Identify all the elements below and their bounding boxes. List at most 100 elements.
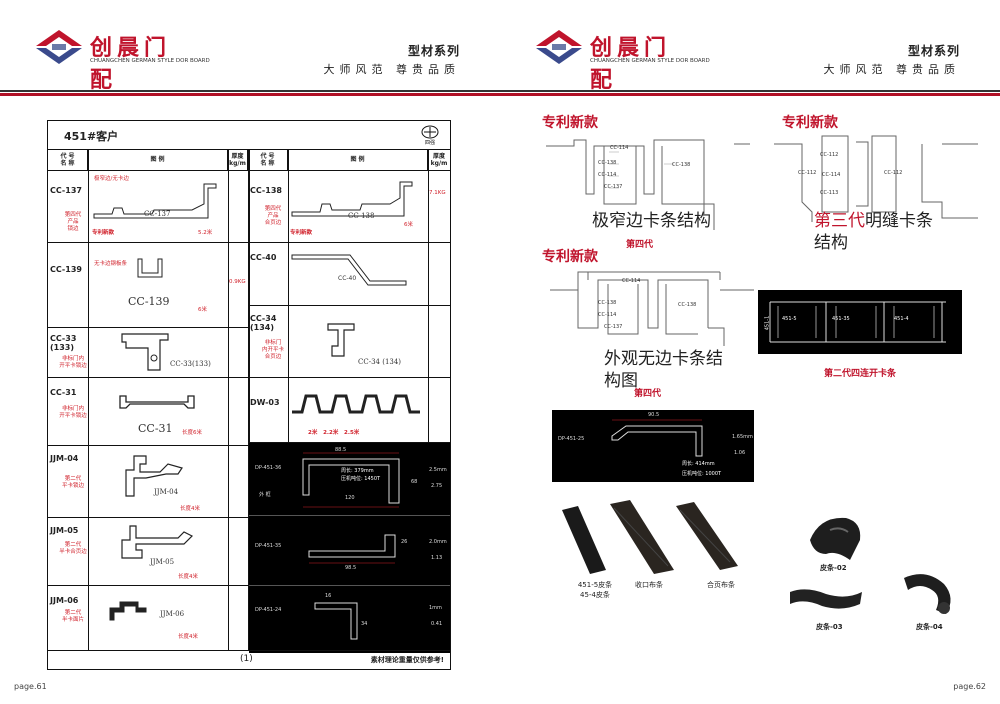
length-cc-31: 长度6米 — [182, 430, 202, 436]
d3-label-2: CC-138 — [598, 300, 617, 306]
cad-row-dp-451-36: DP-451-36 外 框 88.5 120 68 周长: 379mm 压机吨位… — [249, 443, 450, 516]
brand-seal-text: 四强 — [425, 140, 435, 146]
label-cc-139: CC-139 — [128, 295, 170, 308]
length-jjm-04: 长度4米 — [180, 506, 200, 512]
sizes-dw-03: 2米 2.2米 2.5米 — [308, 430, 360, 436]
felt-strips-photo — [562, 500, 738, 574]
structure-diagram-seam — [774, 135, 978, 222]
label-cc-34: CC-34 (134) — [358, 358, 402, 366]
row-cc-138: CC-138 第四代 产品 合页边 CC-138 专利新款 6米 7.1KG — [248, 170, 450, 243]
rubber-caption-3: 皮条-04 — [916, 623, 943, 631]
row-cc-137: CC-137 第四代 产品 锁边 极窄边/无卡边 CC-137 专利新款 5.2… — [48, 170, 248, 243]
grid-line — [228, 149, 229, 651]
brand-logo: 创晨门配 CHUANGCHEN GERMAN STYLE DOR BOARD — [532, 24, 710, 93]
d2-label-5: CC-112 — [884, 170, 903, 176]
desc-cc-137: 第四代 产品 锁边 — [64, 212, 82, 232]
profile-cc-31-drawing — [119, 395, 195, 409]
weight-dp-451-24-thick: 1mm — [429, 605, 442, 611]
header-rule-red — [500, 93, 1000, 96]
struct-2-text: 第三代明缝卡条 结构 — [814, 210, 933, 254]
header-rule — [0, 90, 500, 92]
header-rule-red — [0, 93, 500, 96]
col-drawing-right: 图 例 — [288, 149, 428, 170]
label-jjm-05: JJM-05 — [150, 558, 175, 566]
header-rule — [500, 90, 1000, 92]
label-jjm-06: JJM-06 — [160, 610, 185, 618]
dp-451-25-drawing — [611, 419, 703, 457]
cad-row-dp-451-24: DP-451-24 16 34 1mm 0.41 — [249, 585, 450, 653]
row-jjm-04: JJM-04 第二代 平卡锁边 JJM-04 长度4米 — [48, 446, 248, 518]
d5-dim: 90.5 — [648, 412, 660, 418]
length-jjm-05: 长度4米 — [178, 574, 198, 580]
length-cc-138: 6米 — [404, 222, 413, 228]
strip-caption-3: 合页布条 — [707, 581, 735, 589]
dim-dp-451-24-b: 34 — [361, 621, 368, 627]
slogan: 大师风范 尊贵品质 — [823, 63, 960, 76]
d4-label-2: 451-35 — [832, 316, 850, 322]
code-dw-03: DW-03 — [250, 398, 280, 407]
grid-line — [288, 149, 289, 651]
weight-dp-451-35-thick: 2.0mm — [429, 539, 447, 545]
weight-cc-139: 0.9KG — [229, 279, 246, 285]
sub-dp-451-36: 外 框 — [259, 492, 271, 498]
d5-weight-kg: 1.06 — [734, 450, 746, 456]
dim-dp-451-35-b: 26 — [401, 539, 408, 545]
code-jjm-05: JJM-05 — [50, 526, 79, 535]
label-cc-31: CC-31 — [138, 422, 173, 435]
cad-row-dp-451-35: DP-451-35 98.5 26 2.0mm 1.13 — [249, 515, 450, 586]
code-cc-139: CC-139 — [50, 265, 82, 274]
logo-mark-icon — [36, 30, 82, 64]
profile-jjm-05-drawing — [121, 525, 194, 559]
profile-dw-03-drawing — [292, 394, 420, 414]
code-cc-137: CC-137 — [50, 186, 82, 195]
patent-title-1: 专利新款 — [542, 115, 598, 131]
profile-dp-451-36-drawing — [302, 452, 400, 508]
cad-dp-451-25: DP-451-25 90.5 周长: 414mm 压机吨位: 1000T 1.6… — [552, 410, 754, 482]
cad-four-link-strip: 451-5 451-35 451-4 451-1 — [758, 290, 962, 354]
right-page: 创晨门配 CHUANGCHEN GERMAN STYLE DOR BOARD 型… — [500, 0, 1000, 704]
d2-label-1: CC-112 — [820, 152, 839, 158]
grid-line — [248, 149, 250, 651]
d5-press: 压机吨位: 1000T — [682, 471, 722, 477]
rubber-03-photo — [790, 589, 862, 609]
structure-diagram-narrow-edge — [546, 139, 750, 230]
col-weight-left: 厚度 kg/m — [228, 149, 248, 170]
struct-2-rest: 明缝卡条 结构 — [814, 211, 933, 253]
code-dp-451-35: DP-451-35 — [255, 543, 282, 549]
d4-label-3: 451-4 — [894, 316, 909, 322]
logo-mark-icon — [536, 30, 582, 64]
d3-label-5: CC-138 — [678, 302, 697, 308]
col-code-left: 代 号 名 称 — [48, 149, 88, 170]
brand-name-cn: 创晨门配 — [590, 35, 672, 93]
desc-jjm-06: 第二代 半卡面片 — [61, 610, 84, 623]
d3-label-4: CC-137 — [604, 324, 623, 330]
length-jjm-06: 长度4米 — [178, 634, 198, 640]
struct-1-text: 极窄边卡条结构 — [592, 211, 711, 231]
page-number-left: page.61 — [14, 682, 47, 691]
label-cc-33: CC-33(133) — [170, 360, 211, 368]
row-cc-40: CC-40 CC-40 — [248, 243, 450, 306]
code-cc-40: CC-40 — [250, 253, 277, 262]
profile-cc-139-drawing — [137, 258, 163, 278]
dim-dp-451-35-a: 98.5 — [345, 565, 357, 571]
profile-jjm-04-drawing — [125, 455, 183, 497]
profile-dp-451-35-drawing — [308, 534, 396, 564]
desc-jjm-04: 第二代 平卡锁边 — [61, 476, 84, 489]
label-cc-40: CC-40 — [338, 275, 357, 282]
patent-note-cc-138: 专利新款 — [290, 230, 313, 236]
four-link-drawing — [769, 301, 946, 343]
series-title: 型材系列 — [407, 44, 460, 58]
d1-label-1: CC-114 — [610, 145, 629, 151]
grid-line — [88, 149, 89, 651]
d2-label-2: CC-112 — [798, 170, 817, 176]
desc-cc-138: 第四代 产品 合页边 — [264, 206, 282, 226]
code-cc-33: CC-33 (133) — [50, 334, 77, 352]
press-dp-451-36: 压机吨位: 1450T — [341, 476, 381, 482]
d5-perimeter: 周长: 414mm — [682, 461, 715, 467]
desc-jjm-05: 第二代 半卡合页边 — [59, 542, 87, 555]
d3-label-1: CC-114 — [622, 278, 641, 284]
cad-panel: DP-451-36 外 框 88.5 120 68 周长: 379mm 压机吨位… — [249, 443, 450, 653]
label-cc-137: CC-137 — [144, 210, 171, 218]
d4-label-4: 451-1 — [764, 315, 771, 331]
perimeter-dp-451-36: 周长: 379mm — [341, 468, 374, 474]
